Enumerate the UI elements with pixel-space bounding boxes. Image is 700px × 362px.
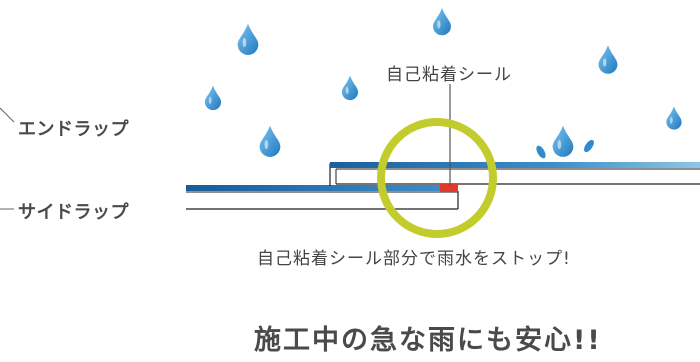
raindrop-highlight [669,116,673,124]
raindrop-icon [259,125,281,157]
raindrop-icon [341,75,359,101]
end-wrap-sheet [329,162,700,186]
seal-strip [440,184,458,192]
raindrop-icon [433,8,451,36]
raindrop-highlight [557,139,562,150]
seal-label: 自己粘着シール [386,65,512,85]
end-wrap-leader [0,107,15,123]
raindrop-highlight [208,96,212,105]
splash-droplet [536,145,546,159]
end-wrap-label: エンドラップ [18,119,129,140]
raindrop-highlight [345,86,349,95]
raindrop-highlight [437,20,441,29]
raindrop-icon [552,125,574,157]
raindrops [204,8,682,159]
raindrop-icon [204,85,222,111]
highlight-circle [377,118,497,238]
splash-droplet [584,139,594,153]
side-wrap-label: サイドラップ [18,202,129,223]
raindrop-icon [666,106,682,130]
raindrop-icon [237,23,259,55]
side-wrap-sheet [186,185,459,210]
raindrop-highlight [602,58,607,67]
raindrop-highlight [264,139,269,150]
raindrop-highlight [242,37,247,48]
raindrop-icon [598,45,618,74]
caption: 自己粘着シール部分で雨水をストップ! [257,249,571,269]
headline: 施工中の急な雨にも安心!! [254,325,602,356]
